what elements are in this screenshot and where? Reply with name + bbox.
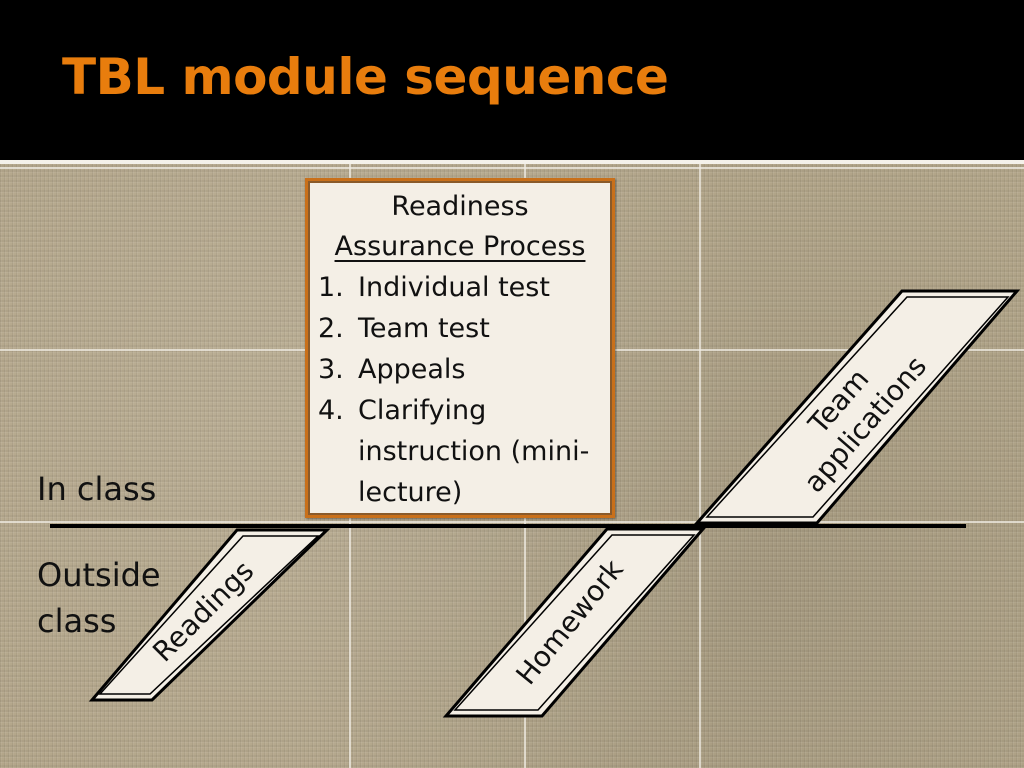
rap-step-text: Individual test — [358, 272, 550, 303]
rap-step-number: 4. — [318, 395, 344, 426]
rap-title: Readiness Assurance Process — [318, 187, 602, 267]
homework-shape: Homework — [442, 527, 707, 718]
rap-step-number: 3. — [318, 354, 344, 385]
rap-step-number: 1. — [318, 272, 344, 303]
team-applications-shape: Team applications — [693, 289, 1021, 525]
rap-steps-list: 1. Individual test 2. Team test 3. Appea… — [318, 267, 602, 513]
readiness-assurance-box: Readiness Assurance Process 1. Individua… — [305, 178, 615, 518]
rap-step: 2. Team test — [318, 308, 602, 349]
outside-class-label: Outside class — [37, 552, 161, 645]
rap-step-text: Appeals — [358, 354, 466, 385]
rap-step: 4. Clarifying instruction (mini-lecture) — [318, 390, 602, 513]
outside-class-text-line2: class — [37, 602, 117, 641]
rap-title-line1: Readiness — [391, 191, 529, 222]
rap-step-text: Clarifying instruction (mini-lecture) — [358, 395, 590, 508]
rap-step: 1. Individual test — [318, 267, 602, 308]
title-divider — [0, 160, 1024, 164]
rap-step: 3. Appeals — [318, 349, 602, 390]
title-bar: TBL module sequence — [0, 0, 1024, 160]
rap-step-text: Team test — [358, 313, 490, 344]
slide-title: TBL module sequence — [62, 48, 669, 106]
in-class-text: In class — [37, 470, 157, 508]
outside-class-text-line1: Outside — [37, 556, 161, 594]
rap-title-line2: Assurance Process — [334, 231, 586, 262]
rap-step-number: 2. — [318, 313, 344, 344]
in-class-label: In class — [37, 466, 156, 512]
